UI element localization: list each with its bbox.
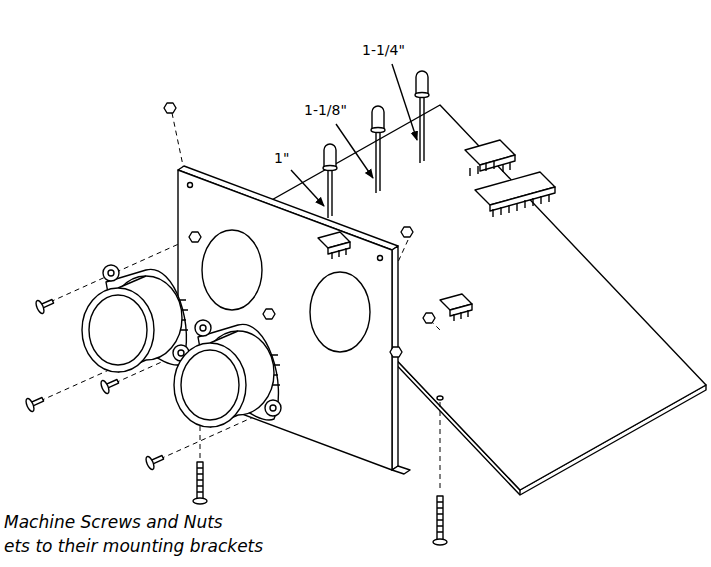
dimension-label: 1-1/8" xyxy=(304,102,347,119)
dimension-label: 1-1/4" xyxy=(362,42,405,59)
dimension-label: 1" xyxy=(274,150,289,167)
led xyxy=(415,71,429,163)
circular-connector xyxy=(82,265,189,372)
board-hole xyxy=(437,396,443,400)
front-panel xyxy=(178,166,410,474)
led xyxy=(323,144,337,218)
note-text: ets to their mounting brackets xyxy=(4,536,263,556)
circular-connector xyxy=(174,320,281,427)
long-screw xyxy=(433,496,447,545)
long-screw xyxy=(193,462,207,504)
assembly-line xyxy=(40,113,440,492)
note-text: Machine Screws and Nuts xyxy=(4,512,223,532)
ic-chip xyxy=(475,172,555,217)
ic-chip xyxy=(465,140,515,176)
led xyxy=(371,106,385,193)
small-component xyxy=(318,232,350,259)
dimension-leader xyxy=(291,64,417,206)
small-component xyxy=(440,294,472,321)
machine-screw xyxy=(24,295,165,471)
hex-nut xyxy=(164,103,435,357)
